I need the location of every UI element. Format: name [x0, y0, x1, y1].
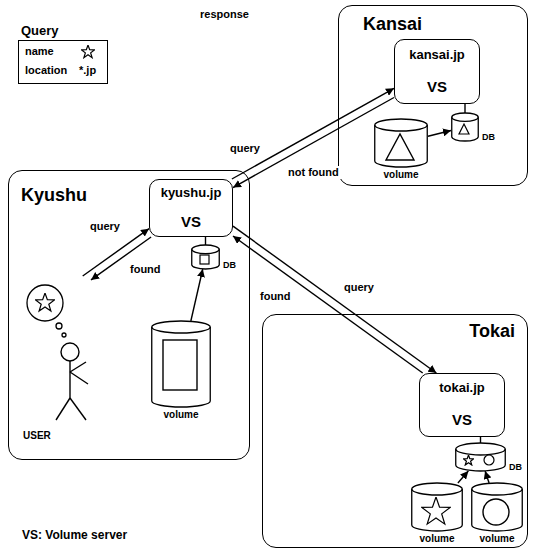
connector — [91, 237, 151, 280]
cylinder-body — [456, 449, 506, 471]
volume-label: volume — [374, 169, 428, 181]
flow-label: response — [198, 8, 251, 21]
cylinder-outline — [451, 113, 479, 141]
edge-label: found — [258, 290, 293, 303]
connector — [83, 229, 149, 276]
volume-label: volume — [151, 409, 211, 421]
square-symbol — [163, 340, 197, 390]
edge-label: query — [342, 281, 376, 294]
thought-bubble — [27, 285, 66, 337]
cylinder-outline — [191, 245, 220, 269]
volume-cylinder: volume — [471, 483, 523, 531]
edge-label: not found — [286, 166, 341, 179]
server-box: kyushu.jpVS — [149, 179, 233, 237]
cylinder-top — [152, 321, 211, 333]
connector — [458, 471, 468, 483]
region-box: Kansai kansai.jpVS DB volume — [338, 5, 528, 186]
edge-label: query — [88, 220, 122, 233]
region-title: Tokai — [469, 321, 515, 342]
server-box: tokai.jpVS — [419, 373, 505, 437]
cylinder-top — [472, 483, 523, 495]
user-label: USER — [23, 430, 51, 442]
connector — [480, 437, 481, 443]
server-kind: VS — [452, 411, 472, 428]
star-symbol — [463, 455, 473, 465]
stick-figure — [56, 343, 88, 420]
database-label: DB — [509, 462, 522, 472]
circle-symbol — [484, 455, 494, 465]
square-symbol — [200, 255, 209, 264]
volume-cylinder: volume — [151, 321, 211, 407]
cylinder-outline — [411, 483, 463, 531]
database-label: DB — [482, 132, 495, 142]
note-label: VS: Volume server — [20, 528, 129, 542]
cylinder-outline — [455, 443, 506, 471]
cylinder-outline — [151, 321, 211, 407]
field-name: name — [25, 45, 54, 58]
connector — [428, 131, 451, 137]
host-name: kansai.jp — [409, 48, 465, 63]
region-title: Kansai — [363, 14, 422, 35]
database-cylinder: DB — [455, 443, 506, 471]
database-cylinder: DB — [191, 245, 220, 269]
server-kind: VS — [181, 213, 201, 230]
host-name: tokai.jp — [439, 381, 485, 396]
query-box: Querynamelocation*.jp — [18, 40, 108, 84]
cylinder-top — [452, 113, 479, 121]
triangle-symbol — [386, 134, 414, 160]
connector — [233, 98, 394, 188]
star-symbol — [81, 45, 94, 58]
connector — [205, 237, 206, 245]
connector — [233, 226, 436, 373]
database-label: DB — [223, 260, 236, 270]
region-box: Tokaitokai.jpVSDBvolumevolume — [262, 314, 528, 548]
cylinder-top — [456, 443, 506, 455]
volume-cylinder: volume — [411, 483, 463, 531]
volume-label: volume — [471, 533, 523, 545]
server-box: kansai.jpVS — [394, 39, 480, 104]
volume-label: volume — [411, 533, 463, 545]
cylinder-outline — [374, 119, 428, 167]
connector — [464, 104, 465, 113]
query-heading: Query — [21, 24, 59, 39]
cylinder-top — [192, 245, 220, 254]
server-kind: VS — [427, 78, 447, 95]
connector — [191, 269, 203, 321]
circle-symbol — [483, 499, 509, 525]
cylinder-body — [152, 327, 211, 407]
star-symbol — [35, 293, 54, 311]
edge-label: query — [228, 142, 262, 155]
host-name: kyushu.jp — [161, 186, 222, 201]
field-name: location — [25, 64, 67, 77]
connector — [232, 88, 394, 179]
volume-cylinder: volume — [374, 119, 428, 167]
region-title: Kyushu — [21, 185, 87, 206]
edge-label: found — [128, 263, 163, 276]
field-value: *.jp — [79, 64, 96, 77]
star-symbol — [422, 497, 451, 524]
cylinder-top — [375, 119, 428, 131]
connector — [485, 471, 489, 483]
user-figure: USER — [21, 276, 91, 441]
cylinder-top — [412, 483, 463, 495]
database-cylinder: DB — [451, 113, 479, 141]
region-box: Kyushu kyushu.jpVS DB USER volume — [8, 170, 250, 460]
cylinder-outline — [471, 483, 523, 531]
triangle-symbol — [459, 124, 469, 134]
